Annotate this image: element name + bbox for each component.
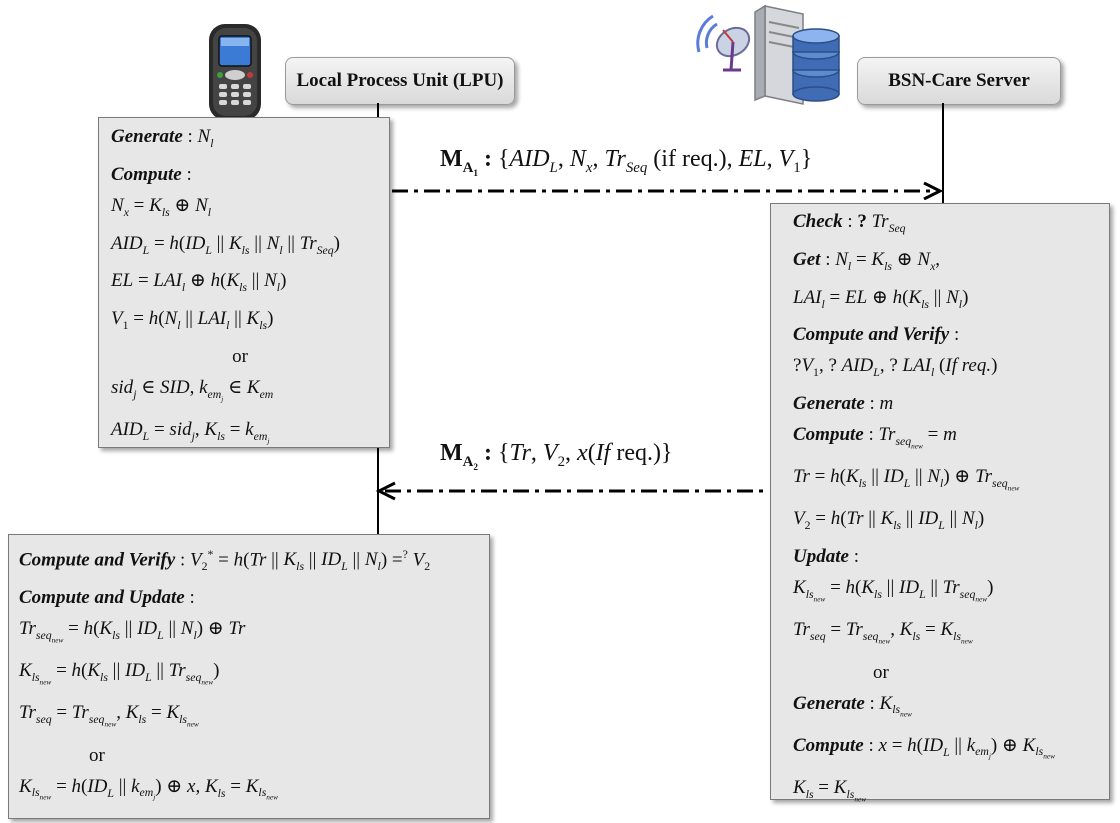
generate-m: Generate : m	[793, 393, 894, 415]
server-lifeline	[942, 103, 944, 203]
or-text: or	[89, 744, 105, 766]
eq-trseq-assign-lpu: Trseq = Trseqnew, Kls = Klsnew	[19, 702, 199, 729]
verify-values: ?V1, ? AIDL, ? LAIl (If req.)	[793, 355, 998, 380]
eq-nx: Nx = Kls ⊕ Nl	[111, 194, 212, 219]
get-nl: Get : Nl = Kls ⊕ Nx,	[793, 248, 941, 273]
lpu-computation-box: Generate : Nl Compute : Nx = Kls ⊕ Nl AI…	[98, 117, 390, 448]
eq-aid-alt: AIDL = sidj, Kls = kemj	[111, 419, 270, 446]
eq-lai: LAIl = EL ⊕ h(Kls || Nl)	[793, 286, 969, 311]
compute-heading: Compute :	[111, 163, 192, 185]
mobile-phone-icon	[205, 22, 265, 122]
server-label: BSN-Care Server	[857, 57, 1061, 105]
compute-trseq: Compute : Trseqnew = m	[793, 424, 957, 451]
lpu-label: Local Process Unit (LPU)	[285, 57, 515, 105]
eq-sid: sidj ∈ SID, kemj ∈ Kem	[111, 376, 274, 404]
eq-v2: V2 = h(Tr || Kls || IDL || Nl)	[793, 508, 985, 533]
eq-kls-new-lpu: Klsnew = h(Kls || IDL || Trseqnew)	[19, 660, 220, 687]
message-ma2-label: MA2 : {Tr, V2, x(If req.)}	[440, 440, 673, 472]
eq-kls-new: Klsnew = h(Kls || IDL || Trseqnew)	[793, 577, 994, 604]
eq-el: EL = LAIl ⊕ h(Kls || Nl)	[111, 270, 287, 295]
update-heading: Update :	[793, 546, 859, 568]
eq-kls-final: Kls = Klsnew	[793, 776, 867, 803]
eq-trseq-new: Trseqnew = h(Kls || IDL || Nl) ⊕ Tr	[19, 618, 246, 645]
eq-tr: Tr = h(Kls || IDL || Nl) ⊕ Trseqnew	[793, 466, 1020, 493]
message-ma1-label: MA1 : {AIDL, Nx, TrSeq (if req.), EL, V1…	[440, 146, 813, 178]
generate-kls-new: Generate : Klsnew	[793, 692, 912, 719]
message-ma2-arrow	[375, 480, 770, 502]
or-text: or	[232, 345, 248, 367]
eq-kls-new-alt: Klsnew = h(IDL || kemj) ⊕ x, Kls = Klsne…	[19, 775, 279, 802]
compute-x: Compute : x = h(IDL || kemj) ⊕ Klsnew	[793, 734, 1055, 761]
server-computation-box: Check : ? TrSeq Get : Nl = Kls ⊕ Nx, LAI…	[770, 203, 1110, 803]
compute-verify-heading: Compute and Verify :	[793, 324, 960, 346]
message-ma1-arrow	[390, 178, 950, 201]
compute-update-heading: Compute and Update :	[19, 587, 195, 609]
generate-nl: Generate : Nl	[111, 126, 214, 150]
lpu-final-box: Compute and Verify : V2* = h(Tr || Kls |…	[8, 534, 490, 819]
server-database-satellite-icon	[695, 0, 855, 110]
or-text: or	[873, 661, 889, 683]
check-trseq: Check : ? TrSeq	[793, 211, 906, 235]
eq-v1: V1 = h(Nl || LAIl || Kls)	[111, 308, 274, 332]
compute-verify-v2: Compute and Verify : V2* = h(Tr || Kls |…	[19, 548, 431, 574]
lpu-lifeline-top	[377, 103, 379, 117]
eq-aid: AIDL = h(IDL || Kls || Nl || TrSeq)	[111, 232, 340, 257]
eq-trseq-assign: Trseq = Trseqnew, Kls = Klsnew	[793, 619, 973, 646]
